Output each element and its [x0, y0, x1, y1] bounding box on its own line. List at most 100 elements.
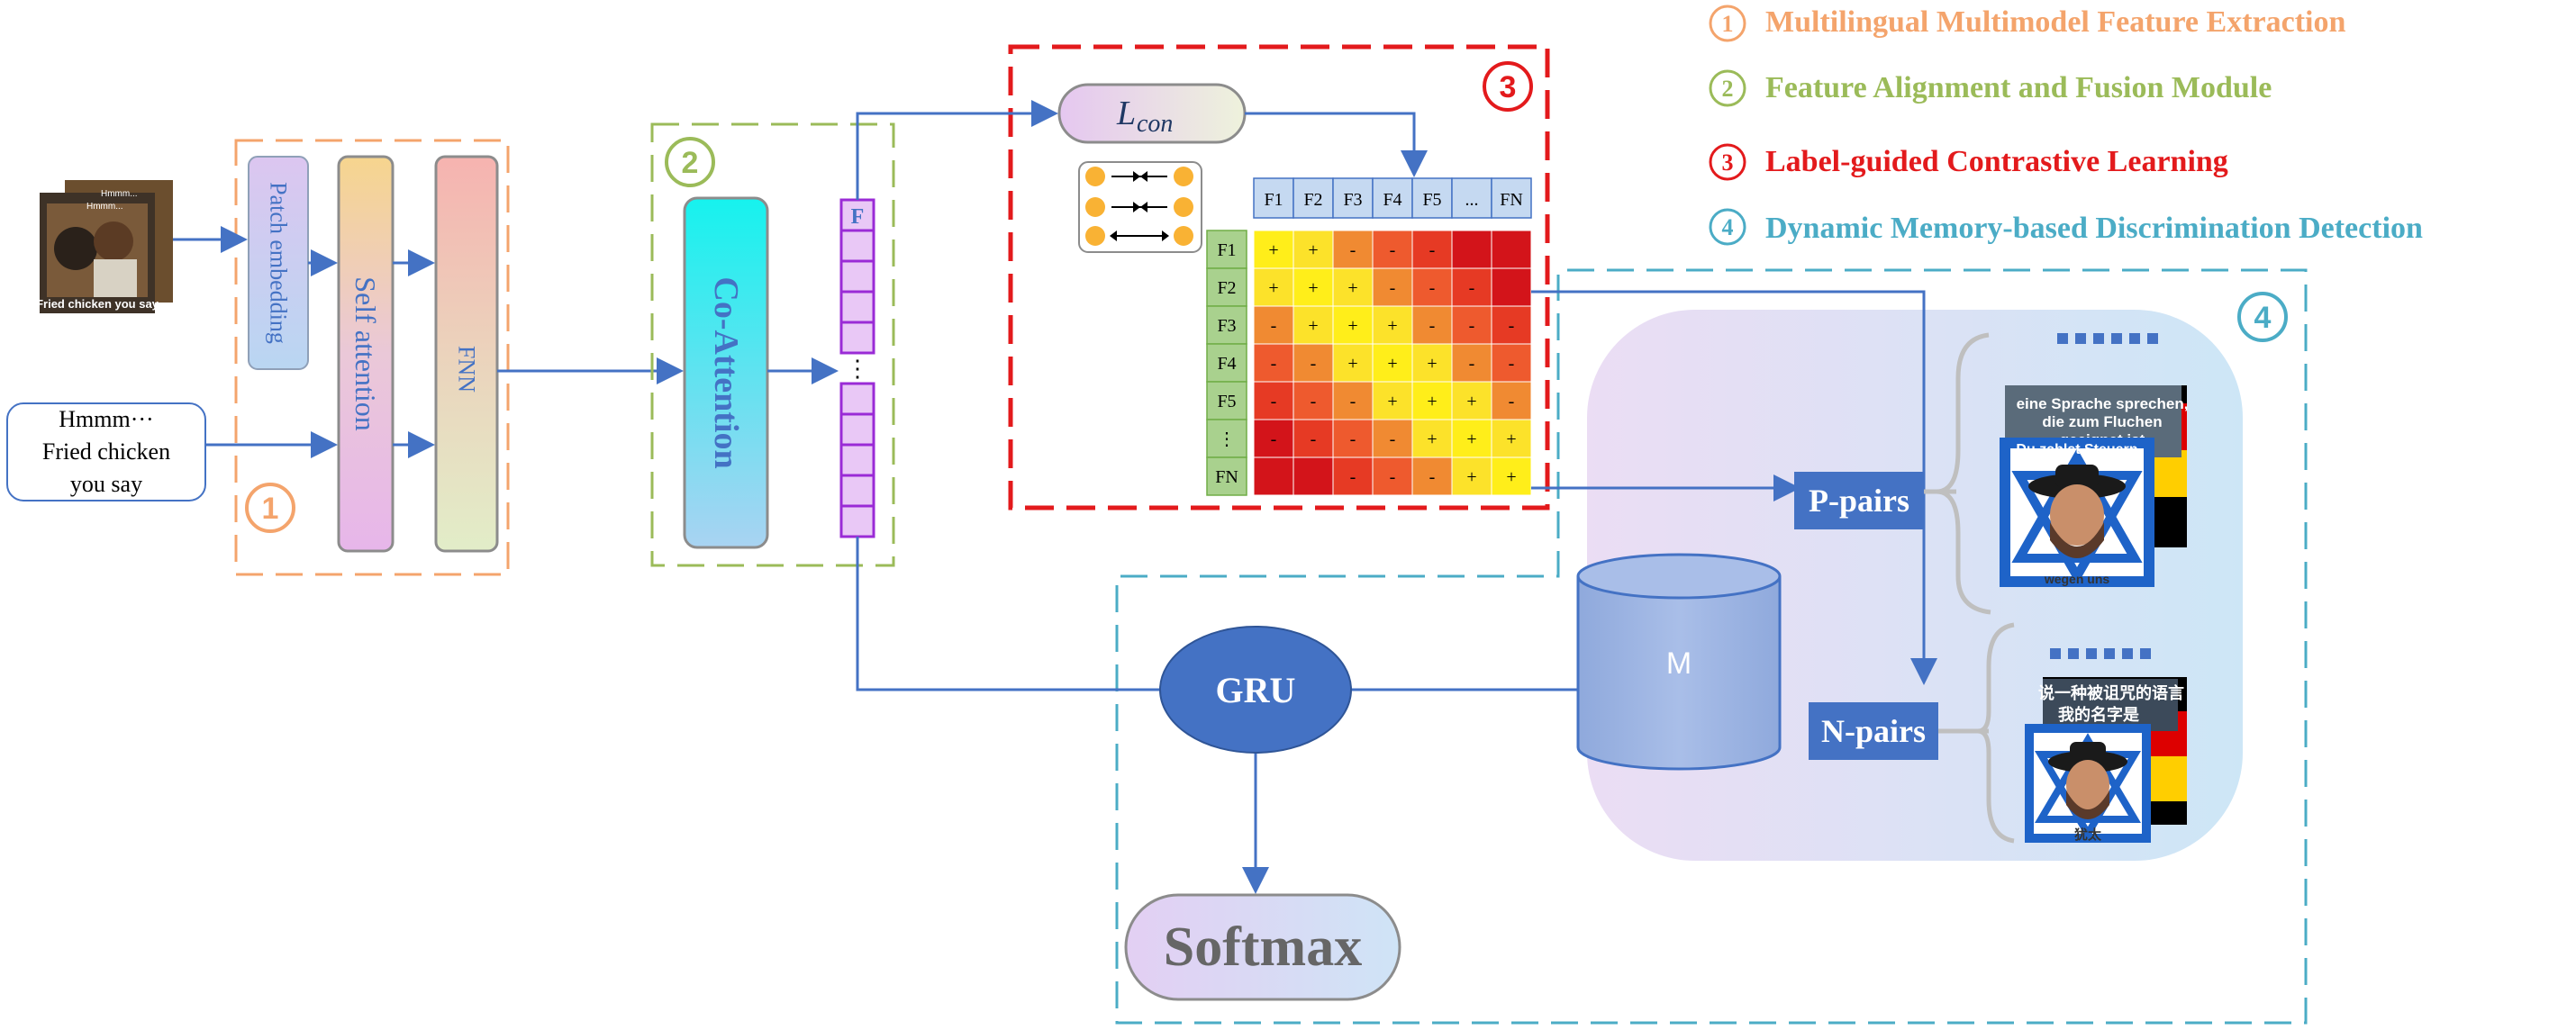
- matrix-cell-sign: +: [1268, 278, 1278, 298]
- matrix-cell-sign: -: [1350, 429, 1356, 449]
- matrix-cell-sign: +: [1347, 278, 1357, 298]
- matrix-cell: [1253, 456, 1294, 496]
- module3-dashed-border: [1008, 44, 1550, 510]
- matrix-cell-sign: +: [1308, 240, 1318, 260]
- svg-text:F5: F5: [1217, 392, 1236, 411]
- matrix-cell: [1293, 456, 1334, 496]
- module4-dashed-border: [1115, 268, 2308, 1025]
- svg-text:3: 3: [1722, 149, 1734, 176]
- p-pairs-node: P-pairs: [1794, 472, 1924, 529]
- svg-text:我的名字是: 我的名字是: [2058, 705, 2139, 724]
- matrix-cell-sign: -: [1271, 316, 1277, 336]
- matrix-cell-sign: -: [1429, 467, 1436, 487]
- matrix-cell: [1411, 381, 1453, 420]
- pair-braces: [1924, 332, 2015, 844]
- matrix-column-headers: F1 F2 F3 F4 F5 ... FN: [1253, 177, 1532, 219]
- svg-text:2: 2: [682, 146, 699, 180]
- svg-text:F5: F5: [1422, 190, 1441, 210]
- matrix-cell-sign: +: [1308, 278, 1318, 298]
- legend-item-4: 4 Dynamic Memory-based Discrimination De…: [1709, 208, 2423, 246]
- matrix-cell: [1332, 343, 1374, 383]
- matrix-cell: [1293, 381, 1334, 420]
- matrix-cell-sign: -: [1429, 240, 1436, 260]
- module1-connectors: [173, 226, 684, 458]
- matrix-cell-sign: +: [1506, 467, 1516, 487]
- matrix-cell-sign: +: [1427, 354, 1437, 374]
- svg-text:GRU: GRU: [1216, 670, 1296, 710]
- matrix-row-headers: F1 F2 F3 F4 F5 ⋮ FN: [1206, 230, 1247, 496]
- matrix-cell: [1411, 343, 1453, 383]
- matrix-cell-sign: -: [1469, 354, 1475, 374]
- matrix-cell-sign: -: [1509, 354, 1515, 374]
- svg-text:Fried chicken: Fried chicken: [42, 438, 170, 465]
- matrix-cell-sign: +: [1268, 240, 1278, 260]
- svg-text:F2: F2: [1303, 190, 1322, 210]
- legend-label-2: Feature Alignment and Fusion Module: [1765, 71, 2272, 104]
- matrix-cell: [1451, 230, 1492, 269]
- svg-text:⋮: ⋮: [1218, 429, 1236, 449]
- matrix-cell-sign: -: [1390, 429, 1396, 449]
- module3-badge: 3: [1483, 61, 1533, 112]
- matrix-cell-sign: +: [1387, 316, 1397, 336]
- matrix-cell-sign: -: [1271, 392, 1277, 411]
- matrix-cell: [1411, 305, 1453, 345]
- svg-text:F1: F1: [1264, 190, 1283, 210]
- svg-text:FN: FN: [1500, 190, 1523, 210]
- matrix-cell: [1253, 419, 1294, 458]
- matrix-cell-sign: -: [1390, 240, 1396, 260]
- svg-text:⋮: ⋮: [846, 356, 869, 382]
- negative-pair-meme-images: 说一种被诅咒的语言 我的名字是 犹太: [2025, 677, 2187, 843]
- matrix-cell: [1253, 230, 1294, 269]
- svg-text:wegen uns: wegen uns: [2044, 572, 2110, 586]
- matrix-cell-sign: +: [1466, 429, 1476, 449]
- svg-text:Softmax: Softmax: [1164, 917, 1362, 978]
- feature-vector: F ⋮: [839, 198, 875, 538]
- matrix-cell-sign: -: [1429, 316, 1436, 336]
- matrix-cell-sign: +: [1387, 392, 1397, 411]
- svg-text:Hmmm...: Hmmm...: [86, 202, 123, 212]
- positive-pair-meme-images: eine Sprache sprechen, die zum Fluchen g…: [2000, 385, 2188, 587]
- matrix-cell-sign: +: [1387, 354, 1397, 374]
- svg-text:Fried chicken you say: Fried chicken you say: [36, 297, 159, 311]
- svg-text:Co-Attention: Co-Attention: [707, 276, 745, 468]
- legend-label-1: Multilingual Multimodel Feature Extracti…: [1765, 5, 2345, 39]
- matrix-cell-sign: +: [1347, 316, 1357, 336]
- matrix-cell-sign: +: [1506, 429, 1516, 449]
- svg-text:Self attention: Self attention: [349, 276, 382, 431]
- matrix-cell: [1253, 343, 1294, 383]
- svg-text:con: con: [1137, 110, 1173, 138]
- matrix-cell-sign: +: [1466, 392, 1476, 411]
- svg-text:P-pairs: P-pairs: [1809, 483, 1909, 519]
- matrix-cell: [1491, 305, 1532, 345]
- emoji-pairs-icon: [1078, 161, 1202, 253]
- matrix-cell: [1253, 381, 1294, 420]
- svg-text:说一种被诅咒的语言: 说一种被诅咒的语言: [2038, 683, 2184, 702]
- matrix-cell-sign: +: [1347, 354, 1357, 374]
- matrix-cell: [1451, 456, 1492, 496]
- svg-text:3: 3: [1500, 70, 1517, 104]
- svg-text:...: ...: [1465, 190, 1479, 210]
- matrix-cell: [1372, 419, 1413, 458]
- gru-connectors: [856, 537, 1578, 894]
- svg-text:L: L: [1116, 95, 1136, 132]
- matrix-cell-sign: -: [1311, 354, 1317, 374]
- svg-text:eine Sprache sprechen,: eine Sprache sprechen,: [2017, 395, 2189, 412]
- matrix-cell: [1253, 305, 1294, 345]
- matrix-cell: [1451, 381, 1492, 420]
- matrix-cell-sign: -: [1350, 240, 1356, 260]
- softmax-node: Softmax: [1124, 893, 1401, 1001]
- svg-text:1: 1: [262, 492, 279, 526]
- svg-text:F3: F3: [1217, 316, 1236, 336]
- matrix-cell: [1411, 267, 1453, 307]
- svg-text:FNN: FNN: [454, 346, 480, 393]
- legend-item-1: 1 Multilingual Multimodel Feature Extrac…: [1709, 5, 2345, 42]
- matrix-cell: [1332, 456, 1374, 496]
- matrix-cell-sign: +: [1427, 429, 1437, 449]
- contrastive-loss-node: L con: [1057, 83, 1247, 144]
- matrix-cell: [1372, 267, 1413, 307]
- matrix-cell: [1293, 343, 1334, 383]
- svg-text:F3: F3: [1343, 190, 1362, 210]
- matrix-cell-sign: -: [1271, 354, 1277, 374]
- matrix-cell-sign: -: [1469, 278, 1475, 298]
